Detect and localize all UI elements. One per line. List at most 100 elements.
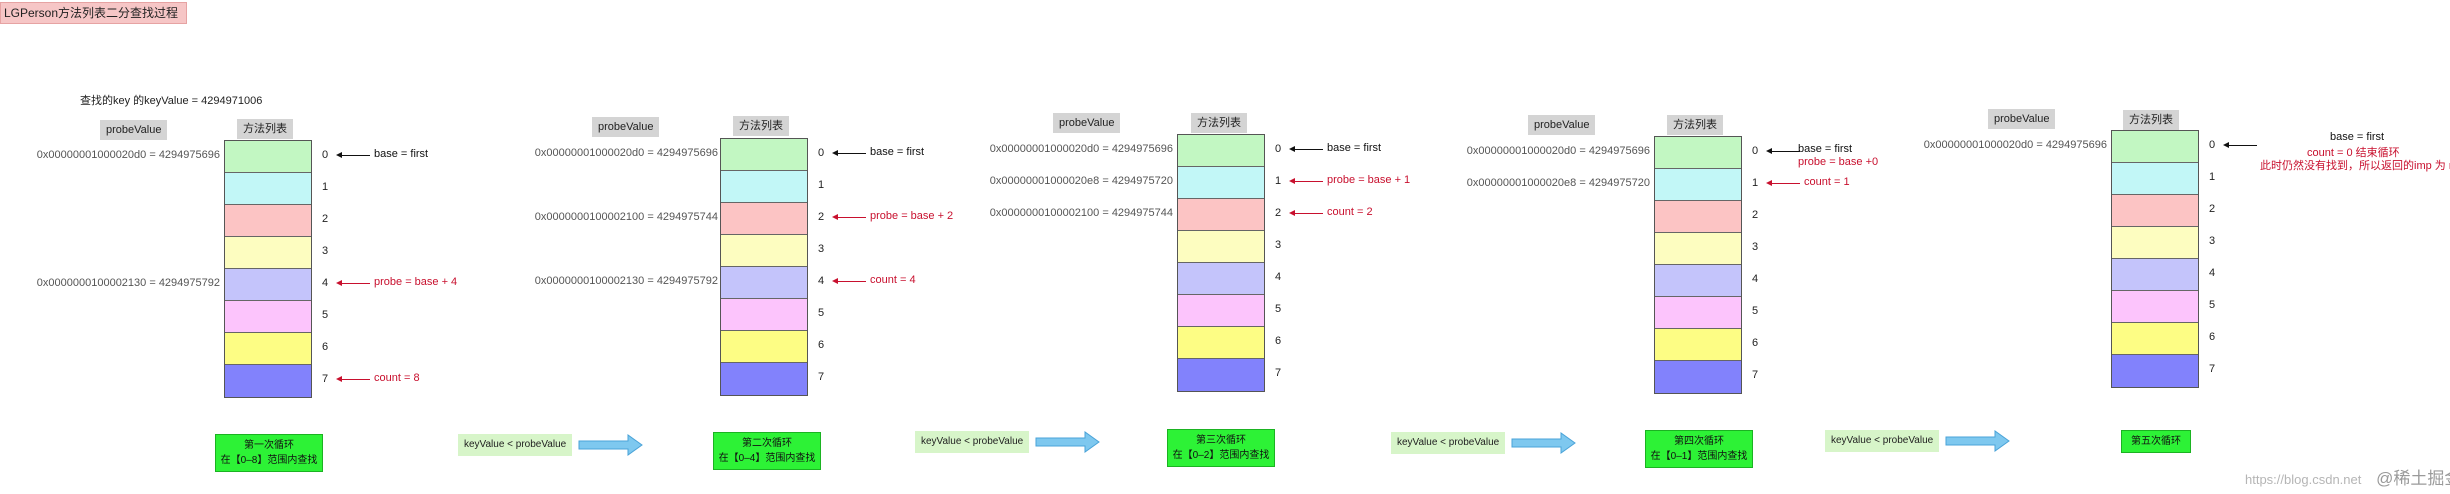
- pointer-note-1-2-0: count = 8: [374, 372, 420, 384]
- comparison-label-3: keyValue < probeValue: [1391, 432, 1506, 454]
- method-cell-2-1: [721, 171, 807, 203]
- cell-index-1-2: 2: [322, 213, 329, 225]
- method-cell-5-4: [2112, 259, 2198, 291]
- address-label-2-2: 0x0000000100002130 = 4294975792: [534, 275, 718, 287]
- method-cell-2-3: [721, 235, 807, 267]
- method-cell-4-7: [1655, 361, 1741, 393]
- pointer-note-4-1-0: count = 1: [1804, 176, 1850, 188]
- loop-label-line-2-1: 在【0–4】范围内查找: [718, 453, 816, 464]
- probe-value-header-2: probeValue: [592, 117, 660, 137]
- address-label-1-0: 0x00000001000020d0 = 4294975696: [36, 149, 220, 161]
- cell-index-3-7: 7: [1275, 367, 1282, 379]
- cell-index-1-6: 6: [322, 341, 329, 353]
- method-cell-2-0: [721, 139, 807, 171]
- cell-index-4-1: 1: [1752, 177, 1759, 189]
- method-cell-1-6: [225, 333, 311, 365]
- method-cell-2-6: [721, 331, 807, 363]
- cell-index-5-3: 3: [2209, 235, 2216, 247]
- method-cell-3-3: [1178, 231, 1264, 263]
- pointer-note-5-0-2: 此时仍然没有找到，所以返回的imp 为 nil: [2260, 160, 2450, 172]
- pointer-arrow-2-2: [836, 281, 866, 282]
- method-cell-2-4: [721, 267, 807, 299]
- method-cell-4-5: [1655, 297, 1741, 329]
- loop-label-line-5-0: 第五次循环: [2131, 436, 2181, 447]
- method-list-stack-5: [2111, 130, 2199, 388]
- method-cell-5-0: [2112, 131, 2198, 163]
- method-cell-4-3: [1655, 233, 1741, 265]
- pointer-note-1-1-0: probe = base + 4: [374, 276, 458, 288]
- method-cell-1-4: [225, 269, 311, 301]
- method-cell-3-1: [1178, 167, 1264, 199]
- method-cell-5-1: [2112, 163, 2198, 195]
- comparison-label-4: keyValue < probeValue: [1825, 430, 1940, 452]
- method-cell-4-6: [1655, 329, 1741, 361]
- loop-label-line-1-1: 在【0–8】范围内查找: [220, 455, 318, 466]
- cell-index-2-2: 2: [818, 211, 825, 223]
- pointer-note-2-1-0: probe = base + 2: [870, 210, 954, 222]
- loop-label-line-1-0: 第一次循环: [244, 440, 294, 451]
- cell-index-1-4: 4: [322, 277, 329, 289]
- cell-index-2-4: 4: [818, 275, 825, 287]
- pointer-arrowhead-5-0: [2223, 142, 2229, 148]
- pointer-arrow-4-1: [1770, 183, 1800, 184]
- method-list-stack-3: [1177, 134, 1265, 392]
- cell-index-4-7: 7: [1752, 369, 1759, 381]
- method-cell-1-5: [225, 301, 311, 333]
- method-cell-5-2: [2112, 195, 2198, 227]
- loop-label-line-3-0: 第三次循环: [1196, 435, 1246, 446]
- method-cell-5-7: [2112, 355, 2198, 387]
- flow-arrow-1: [578, 434, 643, 456]
- pointer-arrow-3-2: [1293, 213, 1323, 214]
- cell-index-3-0: 0: [1275, 143, 1282, 155]
- method-cell-4-0: [1655, 137, 1741, 169]
- cell-index-5-6: 6: [2209, 331, 2216, 343]
- cell-index-2-7: 7: [818, 371, 825, 383]
- cell-index-1-1: 1: [322, 181, 329, 193]
- pointer-arrow-3-1: [1293, 181, 1323, 182]
- method-cell-3-6: [1178, 327, 1264, 359]
- address-label-4-0: 0x00000001000020d0 = 4294975696: [1466, 145, 1650, 157]
- cell-index-3-1: 1: [1275, 175, 1282, 187]
- pointer-note-4-0-1: probe = base +0: [1798, 156, 1879, 168]
- cell-index-4-3: 3: [1752, 241, 1759, 253]
- cell-index-5-7: 7: [2209, 363, 2216, 375]
- loop-label-2: 第二次循环在【0–4】范围内查找: [713, 432, 821, 470]
- pointer-arrow-2-1: [836, 217, 866, 218]
- method-list-header-3: 方法列表: [1191, 113, 1247, 133]
- comparison-label-2: keyValue < probeValue: [915, 431, 1030, 453]
- diagram-title: LGPerson方法列表二分查找过程: [0, 2, 188, 24]
- method-cell-2-2: [721, 203, 807, 235]
- method-cell-4-2: [1655, 201, 1741, 233]
- address-label-5-0: 0x00000001000020d0 = 4294975696: [1923, 139, 2107, 151]
- pointer-note-2-0-0: base = first: [870, 146, 925, 158]
- pointer-arrow-1-1: [340, 283, 370, 284]
- pointer-arrowhead-2-1: [832, 214, 838, 220]
- address-label-4-1: 0x00000001000020e8 = 4294975720: [1466, 177, 1650, 189]
- method-list-stack-2: [720, 138, 808, 396]
- pointer-arrow-2-0: [836, 153, 866, 154]
- pointer-arrowhead-2-0: [832, 150, 838, 156]
- pointer-arrowhead-3-0: [1289, 146, 1295, 152]
- loop-label-4: 第四次循环在【0–1】范围内查找: [1645, 430, 1753, 468]
- pointer-note-4-0-0: base = first: [1798, 143, 1853, 155]
- cell-index-3-2: 2: [1275, 207, 1282, 219]
- cell-index-1-7: 7: [322, 373, 329, 385]
- method-cell-5-6: [2112, 323, 2198, 355]
- method-list-header-5: 方法列表: [2123, 110, 2179, 130]
- method-cell-3-2: [1178, 199, 1264, 231]
- cell-index-2-6: 6: [818, 339, 825, 351]
- method-list-header-4: 方法列表: [1667, 115, 1723, 135]
- cell-index-5-1: 1: [2209, 171, 2216, 183]
- method-cell-3-7: [1178, 359, 1264, 391]
- flow-arrow-shape-1: [578, 434, 643, 456]
- pointer-arrowhead-1-1: [336, 280, 342, 286]
- loop-label-line-4-1: 在【0–1】范围内查找: [1650, 451, 1748, 462]
- method-cell-2-7: [721, 363, 807, 395]
- loop-label-line-4-0: 第四次循环: [1674, 436, 1724, 447]
- method-cell-1-0: [225, 141, 311, 173]
- probe-value-header-4: probeValue: [1528, 115, 1596, 135]
- method-cell-5-3: [2112, 227, 2198, 259]
- loop-label-line-3-1: 在【0–2】范围内查找: [1172, 450, 1270, 461]
- loop-label-5: 第五次循环: [2121, 430, 2191, 453]
- pointer-arrow-1-0: [340, 155, 370, 156]
